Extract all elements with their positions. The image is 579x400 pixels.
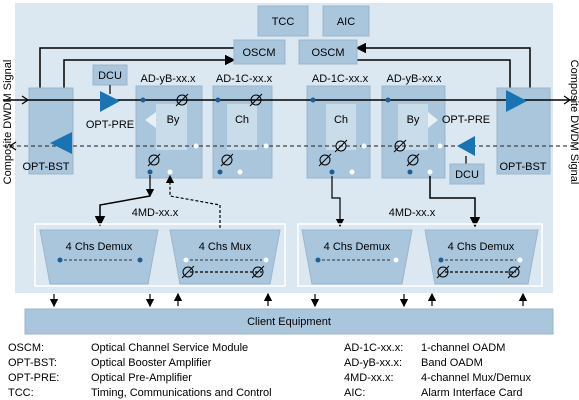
attenuator-icon: [147, 93, 420, 167]
tcc-label: TCC: [272, 16, 295, 28]
dcu-left-label: DCU: [98, 70, 122, 82]
drop-line-3: [331, 176, 345, 228]
ch-left-inner-label: Ch: [235, 114, 249, 126]
by-left-label: By: [167, 114, 180, 126]
legend-text-0: Optical Channel Service Module: [91, 342, 248, 354]
demux-1-label: 4 Chs Demux: [66, 241, 133, 253]
demux-2-shape: [301, 229, 413, 285]
ch-oadm-right-label: AD-1C-xx.x: [312, 73, 369, 85]
demux-3-shape: [424, 229, 539, 285]
legend-text-3: Timing, Communications and Control: [91, 387, 272, 399]
legend-text-6: 4-channel Mux/Demux: [421, 372, 532, 384]
demux-2-label: 4 Chs Demux: [324, 241, 391, 253]
add-line-1: [165, 174, 221, 228]
signal-out-arrow: [563, 95, 572, 105]
right-signal-label: Composite DWDM Signal: [568, 60, 579, 185]
opt-pre-left-label: OPT-PRE: [86, 119, 134, 131]
legend-abbr-4: AD-1C-xx.x:: [344, 342, 403, 354]
md-left-label: 4MD-xx.x: [132, 207, 179, 219]
legend-abbr-7: AIC:: [344, 387, 365, 399]
legend-abbr-6: 4MD-xx.x:: [344, 372, 394, 384]
drop-line-2: [94, 195, 151, 227]
opt-bst-left-box: [28, 87, 74, 175]
demux-1-shape: [39, 229, 159, 285]
opt-pre-right-amp: [457, 136, 475, 156]
ch-oadm-right-inner: [326, 104, 356, 150]
oscm-left-label: OSCM: [243, 47, 276, 59]
legend-abbr-2: OPT-PRE:: [8, 372, 59, 384]
legend-abbr-3: TCC:: [8, 387, 34, 399]
band-oadm-left-inner: [156, 104, 187, 150]
by-right-label: By: [407, 114, 420, 126]
legend-abbr-1: OPT-BST:: [8, 357, 57, 369]
legend-text-5: Band OADM: [421, 357, 483, 369]
aic-label: AIC: [337, 16, 355, 28]
signal-west-arrow: [8, 141, 17, 151]
dcu-right-box: [449, 163, 485, 185]
client-arrows: [49, 292, 528, 308]
md-left-container: [34, 223, 286, 287]
ch-right-inner-label: Ch: [334, 114, 348, 126]
legend-abbr-0: OSCM:: [8, 342, 44, 354]
oscm-left-box: [233, 39, 286, 65]
mux-demux-internals: [57, 257, 523, 279]
by-left-arrow: [145, 112, 156, 128]
opt-bst-right-label: OPT-BST: [499, 161, 546, 173]
legend-text-2: Optical Pre-Amplifier: [91, 372, 192, 384]
signal-in-arrow: [21, 95, 30, 105]
mux-1-shape: [169, 229, 281, 285]
dcu-right-label: DCU: [455, 169, 479, 181]
opt-bst-left-label: OPT-BST: [22, 161, 69, 173]
opt-pre-right-label: OPT-PRE: [442, 114, 490, 126]
legend-text-1: Optical Booster Amplifier: [91, 357, 212, 369]
ch-oadm-left-label: AD-1C-xx.x: [216, 73, 273, 85]
drop-line-4: [429, 176, 481, 228]
legend-text-7: Alarm Interface Card: [421, 387, 522, 399]
aic-box: [322, 5, 370, 37]
opt-bst-right-amp: [506, 90, 527, 112]
band-oadm-left-box: [135, 85, 203, 179]
oscm-right-label: OSCM: [312, 47, 345, 59]
left-signal-label: Composite DWDM Signal: [2, 60, 14, 185]
port-dots: [140, 97, 443, 175]
band-oadm-right-label: AD-yB-xx.x: [387, 73, 443, 85]
md-right-label: 4MD-xx.x: [389, 207, 436, 219]
oscm-right-box: [298, 39, 358, 65]
mux-1-label: 4 Chs Mux: [199, 241, 252, 253]
band-oadm-left-label: AD-yB-xx.x: [141, 73, 197, 85]
tcc-box: [257, 5, 309, 37]
by-right-arrow: [428, 112, 438, 128]
opt-pre-left-amp: [100, 91, 120, 112]
opt-bst-left-amp: [50, 132, 72, 154]
demux-3-label: 4 Chs Demux: [448, 241, 515, 253]
client-equipment-label: Client Equipment: [247, 316, 331, 328]
client-equipment-box: [24, 308, 554, 335]
legend-text-4: 1-channel OADM: [421, 342, 505, 354]
ch-oadm-left-inner: [227, 104, 257, 150]
md-right-container: [297, 223, 543, 287]
legend-abbr-5: AD-yB-xx.x:: [344, 357, 402, 369]
